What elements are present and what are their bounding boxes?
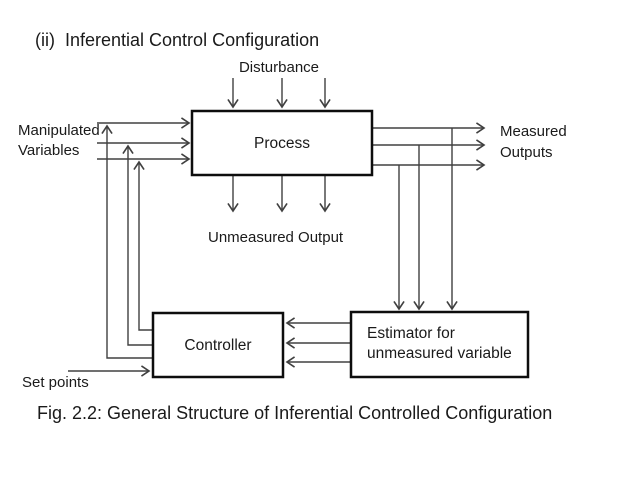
controller-output-path-2 — [122, 144, 153, 346]
disturbance-label: Disturbance — [239, 59, 319, 76]
estimator-label-line2: unmeasured variable — [367, 345, 512, 362]
set-points-label: Set points — [22, 374, 89, 391]
process-label: Process — [254, 135, 310, 152]
controller-box — [151, 311, 285, 379]
estimator-box — [349, 310, 530, 379]
figure-caption: Fig. 2.2: General Structure of Inferenti… — [37, 403, 552, 423]
process-box — [190, 109, 374, 177]
unmeasured-output-label: Unmeasured Output — [208, 229, 344, 246]
controller-output-path-3 — [133, 160, 153, 331]
estimator-label-line1: Estimator for — [367, 325, 455, 342]
measured-outputs-label-line1: Measured — [500, 123, 567, 140]
manipulated-variables-label-line1: Manipulated — [18, 122, 100, 139]
slide-title: (ii) Inferential Control Configuration — [35, 30, 319, 50]
manipulated-variables-label-line2: Variables — [18, 142, 79, 159]
controller-label: Controller — [184, 337, 251, 354]
controller-output-path-1 — [101, 124, 153, 359]
measured-outputs-label-line2: Outputs — [500, 144, 553, 161]
